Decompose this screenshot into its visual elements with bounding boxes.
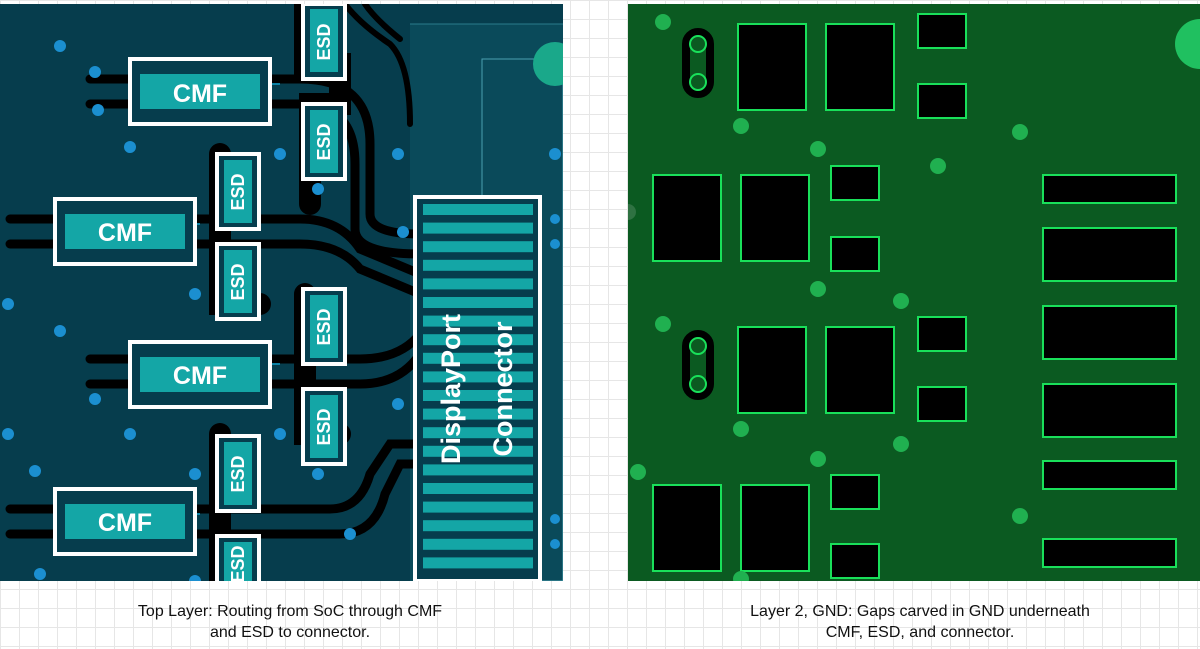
cmf-component: CMF bbox=[53, 197, 197, 266]
cmf-component: CMF bbox=[128, 57, 272, 126]
connector-label-line1: DisplayPort bbox=[436, 314, 466, 464]
connector-pin bbox=[423, 520, 533, 532]
cmf-component: CMF bbox=[53, 487, 197, 556]
esd-component: ESD bbox=[215, 242, 261, 321]
connector-pin bbox=[423, 557, 533, 569]
connector-pin bbox=[423, 315, 533, 327]
esd-component: ESD bbox=[301, 102, 347, 181]
esd-label: ESD bbox=[314, 123, 334, 160]
connector-pin bbox=[423, 222, 533, 234]
top-layer-panel: CMF CMF CMF CMF ESD ESD bbox=[0, 0, 577, 592]
connector-pin bbox=[423, 445, 533, 457]
esd-component: ESD bbox=[301, 387, 347, 466]
mounting-holes bbox=[682, 28, 714, 400]
esd-label: ESD bbox=[314, 23, 334, 60]
gnd-vias bbox=[630, 14, 1028, 587]
connector-pin bbox=[423, 538, 533, 550]
connector-pin bbox=[423, 278, 533, 290]
esd-label: ESD bbox=[228, 263, 248, 300]
esd-label: ESD bbox=[314, 308, 334, 345]
cmf-label: CMF bbox=[173, 362, 227, 390]
gnd-gaps bbox=[652, 13, 1177, 579]
vias bbox=[2, 40, 561, 587]
connector-pin bbox=[423, 297, 533, 308]
connector-pin bbox=[423, 408, 533, 420]
cmf-label: CMF bbox=[98, 509, 152, 537]
connector-pin bbox=[423, 334, 533, 346]
esd-label: ESD bbox=[228, 545, 248, 581]
top-layer-caption: Top Layer: Routing from SoC through CMF … bbox=[137, 603, 443, 641]
connector-pin bbox=[423, 371, 533, 383]
esd-label: ESD bbox=[228, 173, 248, 210]
connector-pin bbox=[423, 241, 533, 253]
esd-component: ESD bbox=[215, 434, 261, 513]
connector-pin bbox=[423, 483, 533, 494]
esd-component: ESD bbox=[215, 534, 261, 588]
gnd-layer-caption: Layer 2, GND: Gaps carved in GND underne… bbox=[750, 603, 1090, 641]
connector-pin bbox=[423, 427, 533, 439]
connector-label-line2: Connector bbox=[488, 321, 518, 456]
esd-component: ESD bbox=[215, 152, 261, 231]
displayport-connector: DisplayPort Connector bbox=[413, 195, 542, 583]
connector-pin bbox=[423, 501, 533, 513]
mounting-pad bbox=[1175, 19, 1200, 69]
connector-pin bbox=[423, 259, 533, 271]
esd-label: ESD bbox=[228, 455, 248, 492]
esd-component: ESD bbox=[301, 287, 347, 366]
connector-pin bbox=[423, 464, 533, 476]
top-layer-pcb: CMF CMF CMF CMF ESD ESD bbox=[0, 0, 577, 592]
cmf-label: CMF bbox=[98, 219, 152, 247]
connector-pin bbox=[423, 390, 533, 401]
esd-component: ESD bbox=[301, 2, 347, 81]
connector-pin bbox=[423, 204, 533, 215]
connector-pin bbox=[423, 352, 533, 364]
gnd-layer-panel bbox=[628, 4, 1200, 587]
cmf-label: CMF bbox=[173, 80, 227, 108]
cmf-component: CMF bbox=[128, 340, 272, 409]
esd-label: ESD bbox=[314, 408, 334, 445]
gnd-layer-pcb bbox=[628, 4, 1200, 587]
connector-pins bbox=[423, 204, 533, 569]
